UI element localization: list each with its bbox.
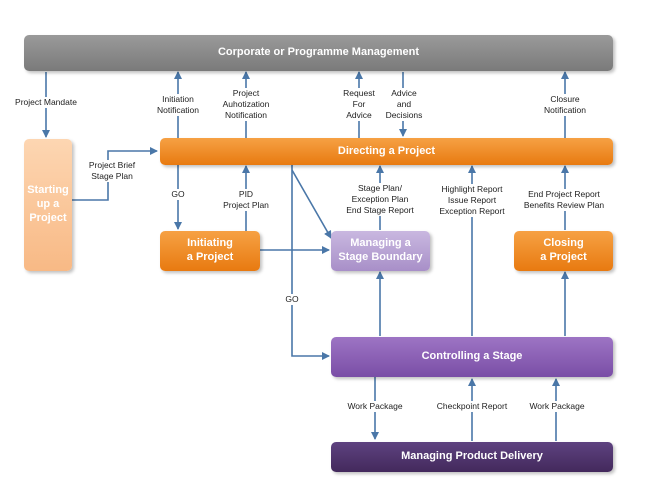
managing-stage-boundary-box: Managing a Stage Boundary (331, 231, 430, 271)
starting-up-box: Starting up a Project (24, 139, 72, 271)
initiating-box: Initiating a Project (160, 231, 260, 271)
label-authorization-notification: Project Auhotization Notification (212, 88, 280, 122)
label-pid-plan: PID Project Plan (220, 189, 272, 212)
arrow-directing-boundary (291, 169, 332, 239)
label-end-reports: End Project Report Benefits Review Plan (518, 189, 610, 212)
label-work-package-1: Work Package (344, 401, 406, 413)
label-closure-notification: Closure Notification (536, 94, 594, 117)
label-highlight-reports: Highlight Report Issue Report Exception … (434, 184, 510, 218)
label-project-mandate: Project Mandate (10, 97, 82, 109)
label-initiation-notification: Initiation Notification (150, 94, 206, 117)
controlling-stage-box: Controlling a Stage (331, 337, 613, 377)
arrow-go-controlling (291, 164, 330, 360)
label-go-controlling: GO (284, 294, 300, 306)
directing-box: Directing a Project (160, 138, 613, 165)
closing-box: Closing a Project (514, 231, 613, 271)
managing-product-delivery-box: Managing Product Delivery (331, 442, 613, 472)
label-stage-plans: Stage Plan/ Exception Plan End Stage Rep… (342, 183, 418, 217)
label-checkpoint-report: Checkpoint Report (432, 401, 512, 413)
label-work-package-2: Work Package (526, 401, 588, 413)
label-brief-plan: Project Brief Stage Plan (84, 160, 140, 183)
label-request-advice: Request For Advice (338, 88, 380, 122)
label-advice-decisions: Advice and Decisions (382, 88, 426, 122)
label-go-initiating: GO (170, 189, 186, 201)
corporate-management-box: Corporate or Programme Management (24, 35, 613, 71)
